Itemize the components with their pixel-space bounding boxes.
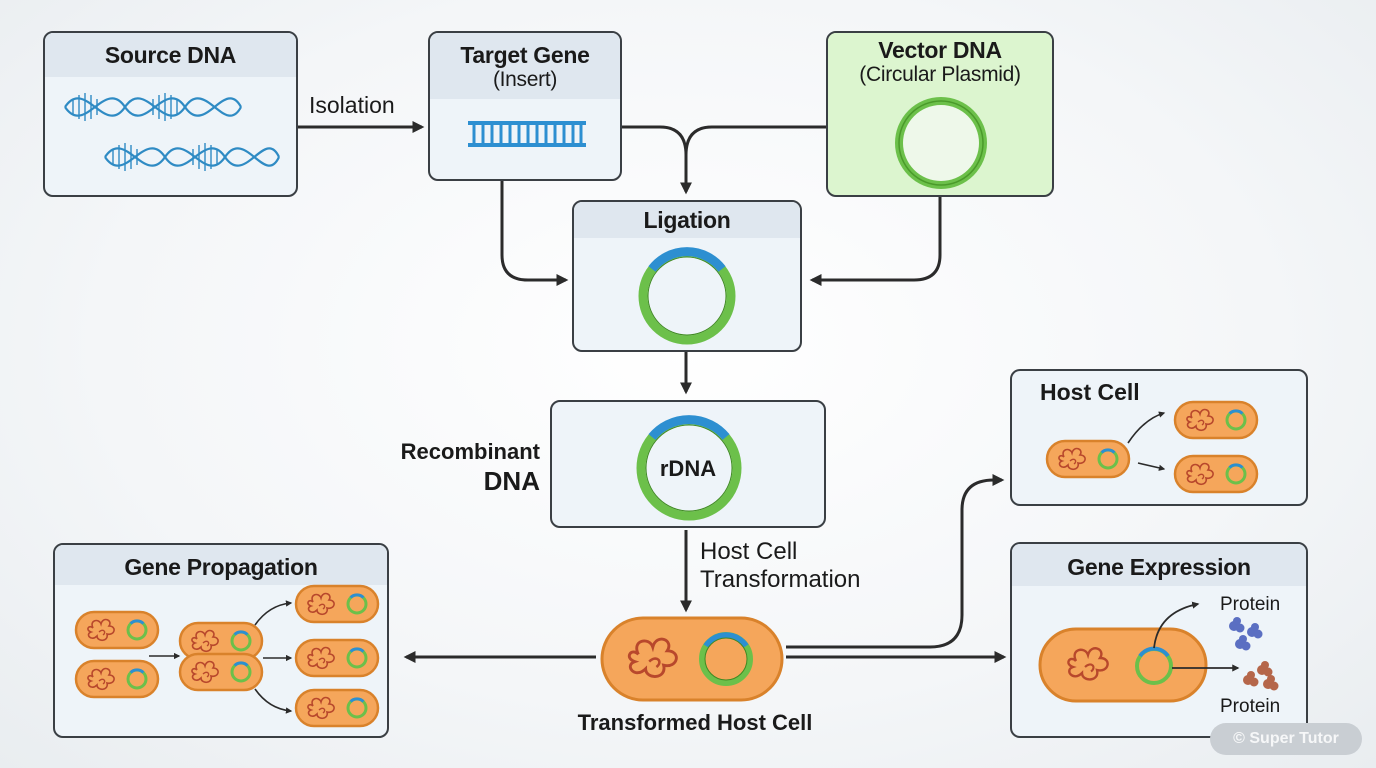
target-gene-title: Target Gene (460, 42, 590, 68)
host-cell-daughter-1 (1175, 402, 1257, 438)
vector-dna-header: Vector DNA (Circular Plasmid) (828, 33, 1052, 87)
host-cell-division-icon (1012, 371, 1306, 504)
arrows (298, 121, 1007, 663)
host-cell-title: Host Cell (1040, 379, 1140, 405)
insert-dna-icon (468, 121, 586, 147)
rdna-plasmid-icon (636, 415, 742, 521)
transformation-label-line1: Host Cell (700, 538, 798, 565)
gene-propagation-title: Gene Propagation (55, 545, 387, 585)
transformation-label-line2: Transformation (700, 566, 861, 593)
arrow-to-host-cell (786, 474, 1005, 649)
isolation-label: Isolation (309, 92, 395, 118)
ligation-box: Ligation (572, 200, 802, 352)
recombinant-label: Recombinant DNA (390, 438, 540, 496)
target-gene-box: Target Gene (Insert) (428, 31, 622, 181)
transformation-label: Host Cell Transformation (700, 538, 861, 594)
dna-helix-icon (64, 93, 280, 171)
host-cell-daughter-2 (1175, 456, 1257, 492)
arrow-vector-to-ligation (684, 125, 826, 156)
ligation-title: Ligation (574, 202, 800, 238)
source-dna-title: Source DNA (45, 33, 296, 77)
transformed-host-cell-icon (600, 616, 784, 702)
propagation-cells-icon (55, 545, 387, 736)
vector-dna-title: Vector DNA (878, 37, 1002, 63)
gene-propagation-box: Gene Propagation (53, 543, 389, 738)
target-gene-subtitle: (Insert) (492, 68, 558, 91)
protein-label-bottom: Protein (1220, 696, 1281, 717)
ligated-plasmid-icon (638, 247, 736, 345)
expression-cell-icon (1038, 601, 1279, 703)
recombinant-label-line2: DNA (483, 466, 540, 496)
protein-blue-icon (1229, 617, 1263, 651)
transformed-host-cell-label: Transformed Host Cell (577, 710, 813, 735)
arrow-insert-to-ligation (622, 125, 692, 195)
source-dna-box: Source DNA (43, 31, 298, 197)
vector-dna-box: Vector DNA (Circular Plasmid) (826, 31, 1054, 197)
rdna-center-label: rDNA (659, 456, 717, 481)
vector-dna-subtitle: (Circular Plasmid) (859, 63, 1021, 86)
arrow-vector-to-ligation-right (809, 196, 942, 286)
gene-expression-box: Gene Expression Protein Protein (1010, 542, 1308, 738)
plasmid-icon (895, 97, 987, 189)
arrow-insert-to-ligation-left (500, 178, 569, 286)
recombinant-label-line1: Recombinant (400, 439, 540, 464)
gene-expression-title: Gene Expression (1012, 544, 1306, 586)
recombinant-dna-box: rDNA (550, 400, 826, 528)
host-cell-parent (1047, 441, 1129, 477)
watermark: © Super Tutor (1210, 723, 1362, 755)
target-gene-header: Target Gene (Insert) (430, 33, 620, 99)
protein-label-top: Protein (1220, 594, 1281, 615)
protein-brown-icon (1243, 661, 1279, 691)
host-cell-box: Host Cell (1010, 369, 1308, 506)
